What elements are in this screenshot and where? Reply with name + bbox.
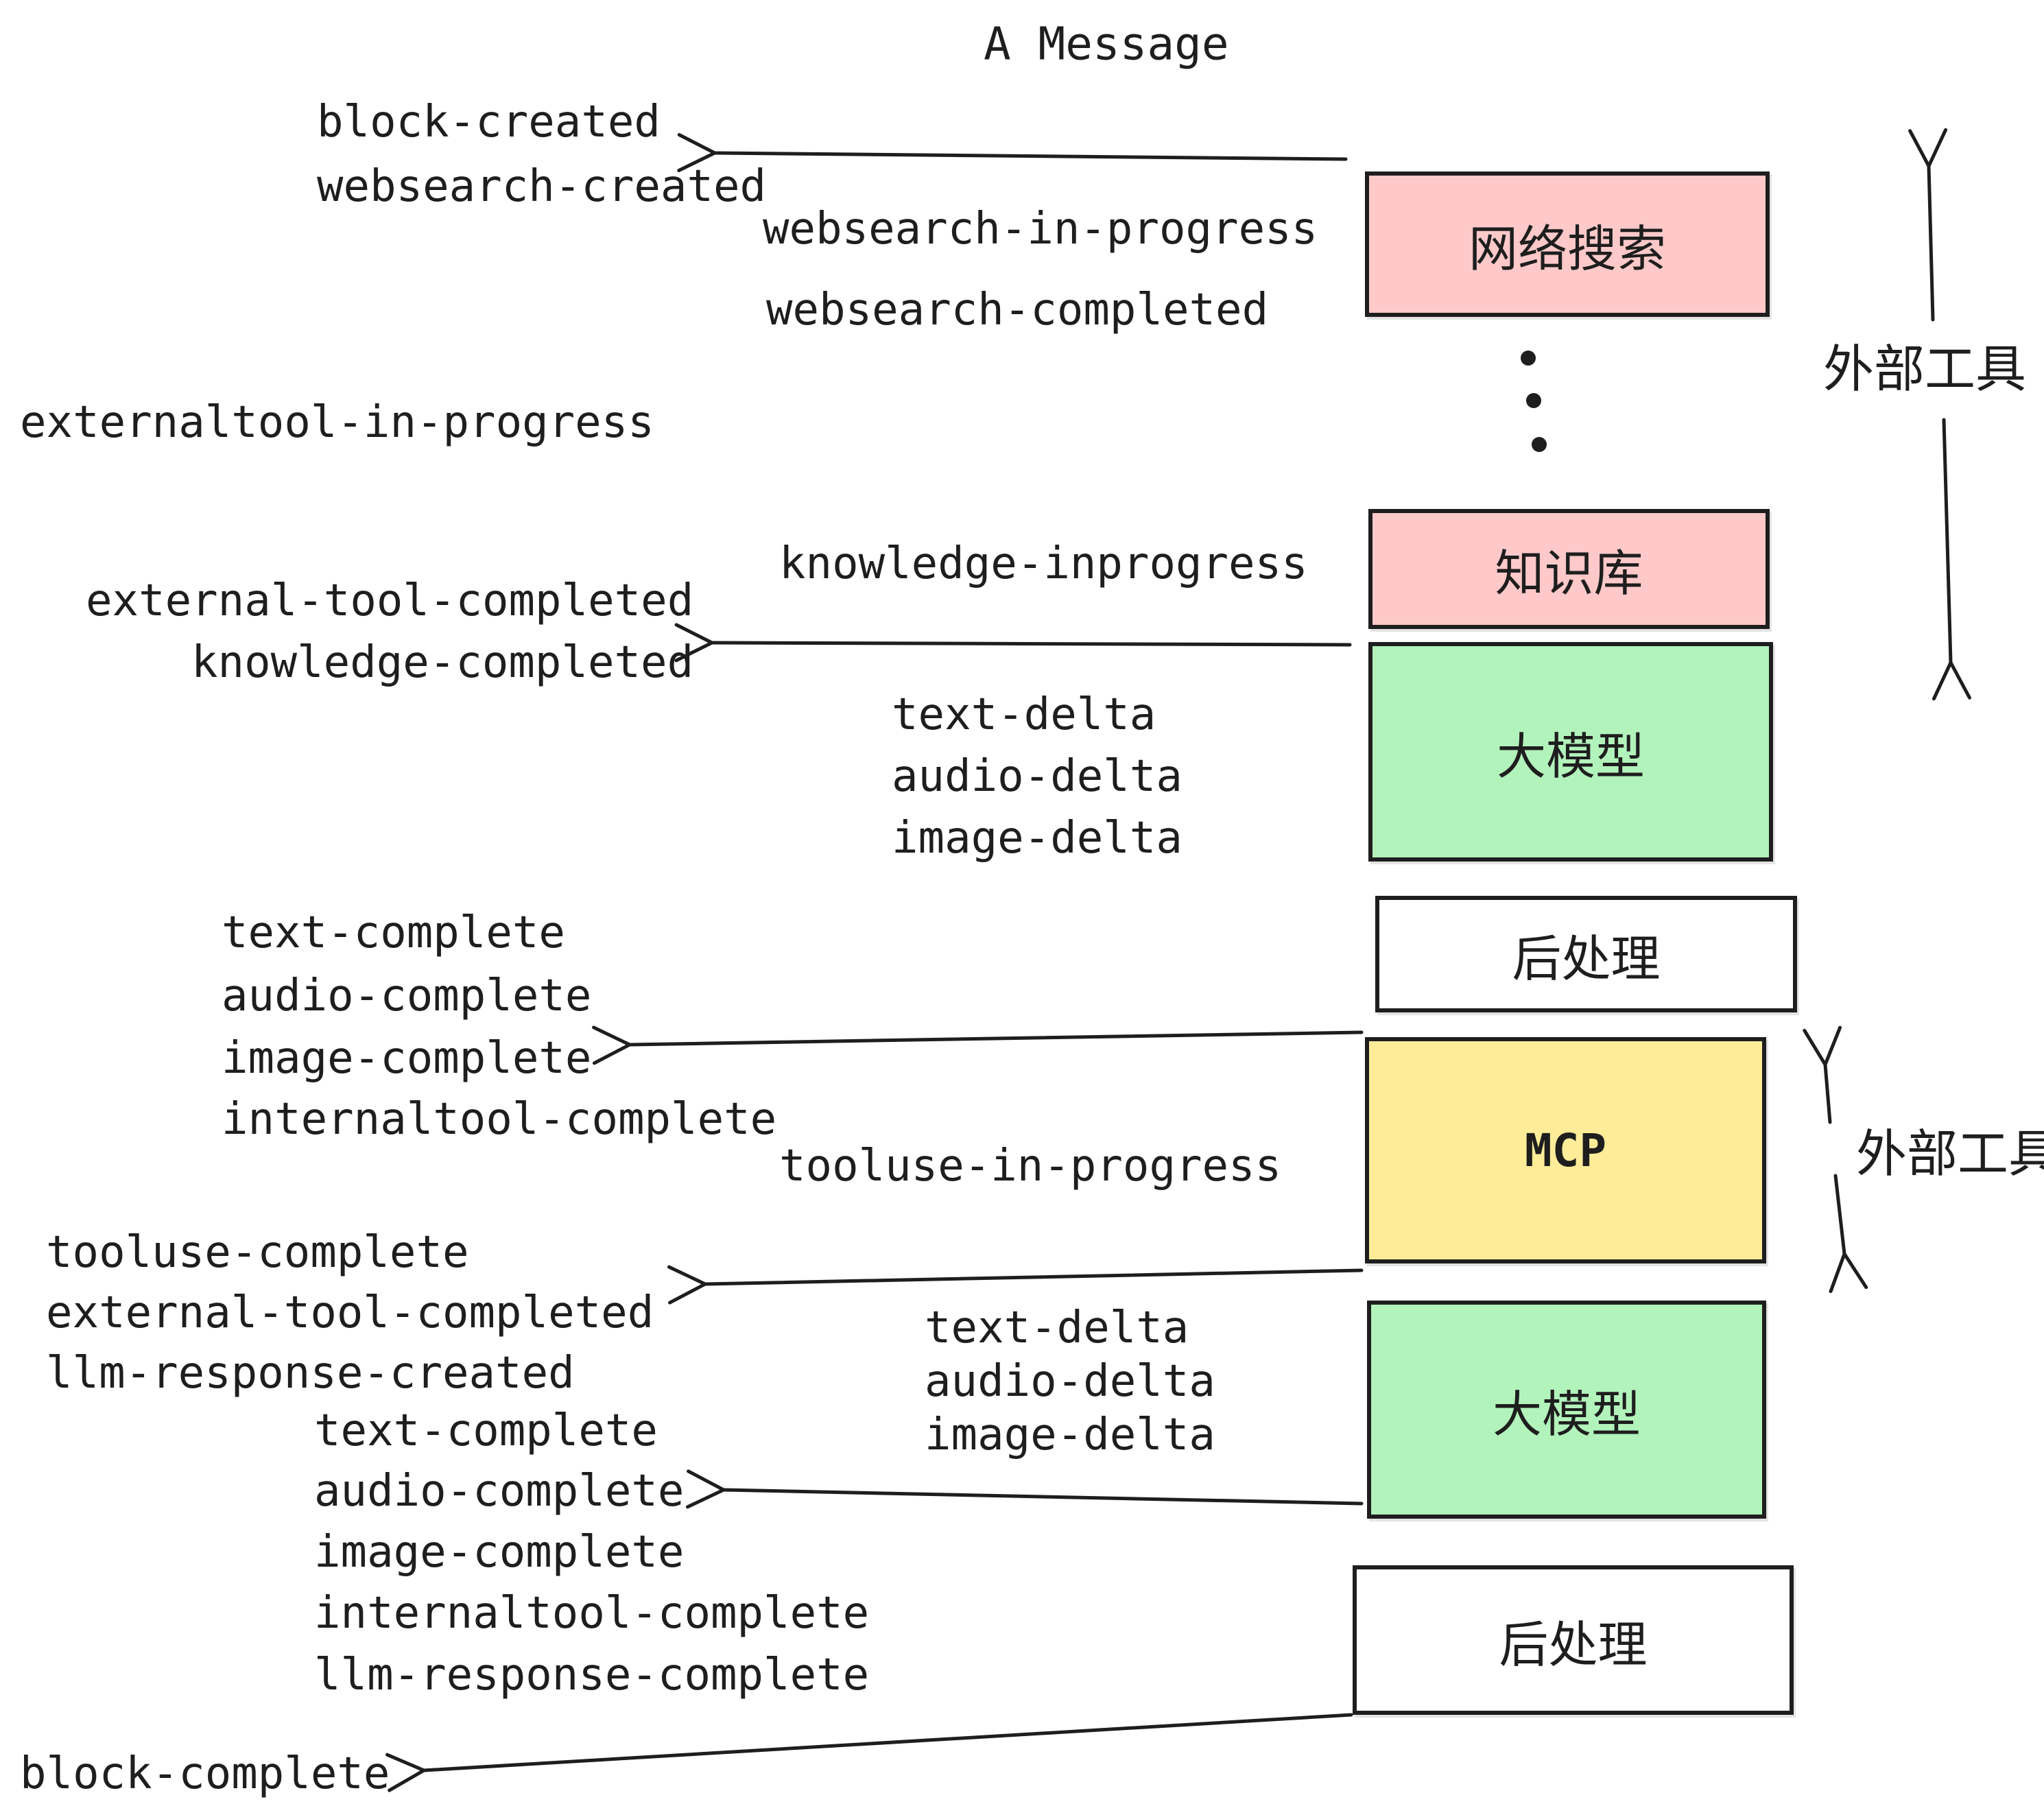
event-image-complete-2: image-complete [314, 1527, 685, 1578]
event-text-delta-1: text-delta [892, 689, 1156, 740]
event-llm-response-complete: llm-response-complete [314, 1650, 870, 1700]
box-knowledge-base: 知识库 [1368, 509, 1770, 629]
box-llm-1-label: 大模型 [1496, 727, 1645, 785]
external-tools-up-arrow-2 [1803, 1025, 1842, 1124]
event-image-delta-1: image-delta [892, 813, 1183, 864]
event-externaltool-in-progress: externaltool-in-progress [20, 397, 654, 448]
box-llm-1: 大模型 [1368, 642, 1773, 862]
box-post-process-1-label: 后处理 [1512, 929, 1661, 988]
event-audio-delta-1: audio-delta [892, 751, 1183, 802]
event-websearch-in-progress: websearch-in-progress [763, 204, 1318, 254]
event-tooluse-in-progress: tooluse-in-progress [779, 1141, 1282, 1191]
box-post-process-1: 后处理 [1375, 896, 1797, 1012]
box-knowledge-base-label: 知识库 [1495, 545, 1643, 602]
event-knowledge-completed: knowledge-completed [191, 637, 694, 688]
event-websearch-completed: websearch-completed [766, 285, 1269, 335]
event-external-tool-completed-1: external-tool-completed [86, 575, 694, 626]
event-image-delta-2: image-delta [925, 1410, 1215, 1460]
external-tools-down-arrow-2 [1829, 1174, 1868, 1294]
annotation-external-tools-1: 外部工具 [1823, 340, 2026, 399]
annotation-external-tools-2: 外部工具 [1856, 1124, 2044, 1184]
event-image-complete-1: image-complete [222, 1033, 592, 1084]
event-internaltool-complete-2: internaltool-complete [314, 1588, 870, 1639]
ellipsis-dot [1526, 393, 1541, 408]
event-text-complete-1: text-complete [222, 907, 565, 958]
external-tools-down-arrow-1 [1932, 418, 1971, 701]
external-tools-up-arrow-1 [1908, 128, 1948, 322]
event-text-delta-2: text-delta [925, 1303, 1189, 1353]
event-websearch-created: websearch-created [317, 161, 767, 212]
arrow-postprocess2-to-block-complete [385, 1713, 1353, 1792]
event-external-tool-completed-2: external-tool-completed [46, 1287, 654, 1338]
box-post-process-2-label: 后处理 [1499, 1615, 1648, 1674]
box-mcp-label: MCP [1524, 1124, 1607, 1177]
event-audio-delta-2: audio-delta [925, 1356, 1215, 1407]
arrow-websearch-to-block-created [677, 132, 1348, 172]
box-web-search-label: 网络搜索 [1468, 219, 1666, 278]
box-mcp: MCP [1365, 1037, 1766, 1263]
ellipsis-dot [1532, 437, 1547, 452]
event-tooluse-complete: tooluse-complete [46, 1227, 469, 1278]
event-block-complete: block-complete [20, 1748, 390, 1799]
event-audio-complete-1: audio-complete [222, 971, 592, 1021]
box-llm-2: 大模型 [1367, 1301, 1766, 1519]
ellipsis-dot [1521, 351, 1536, 366]
arrow-llm-to-knowledge-completed [674, 623, 1352, 663]
event-text-complete-2: text-complete [314, 1405, 658, 1456]
box-web-search: 网络搜索 [1365, 171, 1770, 317]
diagram-title: A Message [984, 17, 1229, 71]
event-llm-response-created: llm-response-created [46, 1348, 575, 1399]
box-post-process-2: 后处理 [1353, 1565, 1794, 1715]
event-knowledge-inprogress: knowledge-inprogress [779, 538, 1308, 589]
arrow-llm2-to-audio-complete [685, 1469, 1364, 1509]
event-internaltool-complete-1: internaltool-complete [222, 1094, 777, 1145]
event-block-created: block-created [317, 97, 661, 147]
box-llm-2-label: 大模型 [1492, 1385, 1641, 1443]
event-audio-complete-2: audio-complete [314, 1466, 685, 1517]
arrow-mcp-to-external-tool-completed [667, 1265, 1364, 1305]
arrow-postprocess-to-image-complete [592, 1025, 1364, 1065]
